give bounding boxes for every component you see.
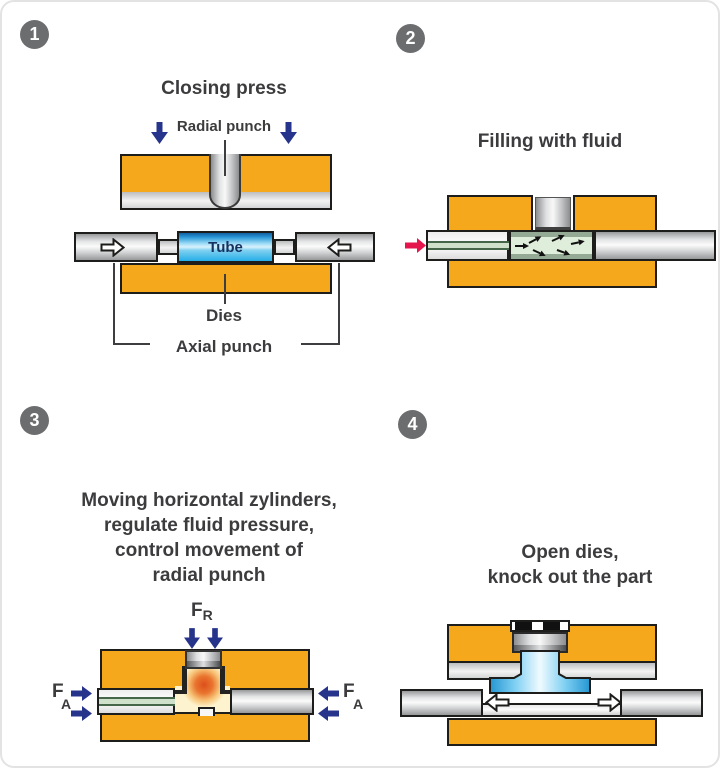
- bottom-die-block: [120, 263, 332, 294]
- tube-label: Tube: [208, 238, 243, 256]
- right-axial-punch-sealing: [594, 230, 716, 261]
- panel-4-title: Open dies, knock out the part: [410, 540, 718, 590]
- tube-workpiece: Tube: [177, 231, 274, 263]
- right-punch-tip: [274, 239, 295, 255]
- blue-down-arrow-icon: [184, 628, 200, 649]
- blue-right-arrow-icon: [71, 686, 92, 701]
- radial-force-subscript: R: [202, 607, 213, 623]
- step-1-number: 1: [29, 24, 40, 44]
- step-4-badge: 4: [398, 410, 427, 439]
- panel-3-title-line-1: Moving horizontal zylinders,: [81, 490, 337, 511]
- step-3-badge: 3: [20, 406, 49, 435]
- axial-force-symbol: F: [343, 681, 355, 702]
- radial-punch-label-row: Radial punch: [64, 118, 384, 144]
- axial-force-subscript: A: [353, 696, 364, 712]
- blue-right-arrow-icon: [71, 706, 92, 721]
- panel-1-title: Closing press: [161, 78, 287, 99]
- pressure-hot-spot: [184, 668, 224, 708]
- red-inlet-arrow-icon: [405, 238, 426, 253]
- axial-force-label-left: F: [52, 681, 64, 703]
- panel-3-title-line-4: radial punch: [152, 565, 266, 586]
- step-2-badge: 2: [396, 24, 425, 53]
- radial-force-symbol: F: [191, 600, 203, 621]
- radial-punch-leader-line: [224, 140, 226, 176]
- knockout-punch-band: [514, 645, 566, 651]
- left-punch-tip: [158, 239, 179, 255]
- recess-left-wall: [182, 666, 187, 694]
- radial-punch-label: Radial punch: [176, 118, 272, 135]
- fluid-feed-line: [428, 241, 510, 250]
- right-axial-punch-pressing: [230, 688, 314, 715]
- step-1-badge: 1: [20, 20, 49, 49]
- right-axial-punch-retracted: [620, 689, 703, 717]
- outline-right-arrow-icon: [597, 693, 622, 712]
- dies-leader-line: [224, 274, 226, 304]
- radial-force-label: FR: [191, 600, 213, 623]
- blue-left-arrow-icon: [318, 706, 339, 721]
- panel-2-title: Filling with fluid: [477, 131, 623, 152]
- blue-down-arrow-icon: [280, 122, 298, 144]
- hydroformed-t-part: [489, 650, 591, 694]
- axial-force-subscript-right: A: [353, 696, 363, 714]
- blue-down-arrow-icon: [207, 628, 223, 649]
- radial-punch-pressing: [185, 650, 222, 669]
- flow-arrows-icon: [515, 234, 585, 257]
- recess-right-wall: [220, 666, 225, 694]
- cavity-bottom-notch: [198, 707, 215, 716]
- outline-right-arrow-icon: [100, 238, 125, 257]
- axial-force-symbol: F: [52, 681, 64, 702]
- fluid-feed-line: [99, 697, 175, 706]
- punch-retainer-block: [515, 622, 532, 630]
- punch-retainer-block: [543, 622, 560, 630]
- radial-punch-retracted: [535, 197, 571, 230]
- panel-3-title-line-3: control movement of: [115, 540, 303, 561]
- axial-leader-left-vertical: [113, 263, 115, 345]
- step-3-number: 3: [29, 410, 40, 430]
- step-4-number: 4: [407, 414, 418, 434]
- panel-4-title-line-1: Open dies,: [521, 542, 619, 563]
- axial-punch-label: Axial punch: [175, 337, 273, 356]
- left-axial-punch-retracted: [400, 689, 483, 717]
- axial-force-subscript-left: A: [61, 696, 71, 714]
- radial-punch-band: [187, 661, 220, 667]
- panel-3-title: Moving horizontal zylinders, regulate fl…: [32, 488, 386, 588]
- axial-leader-right-vertical: [338, 263, 340, 345]
- axial-leader-right-horizontal: [301, 343, 340, 345]
- axial-leader-left-horizontal: [113, 343, 150, 345]
- recess-left-shoulder: [170, 690, 184, 694]
- dies-label: Dies: [206, 306, 242, 325]
- axial-force-subscript: A: [61, 696, 72, 712]
- blue-left-arrow-icon: [318, 686, 339, 701]
- panel-3-title-line-2: regulate fluid pressure,: [103, 515, 315, 536]
- step-2-number: 2: [405, 28, 416, 48]
- lower-die-open: [447, 718, 657, 746]
- blue-down-arrow-icon: [150, 122, 168, 144]
- outline-left-arrow-icon: [327, 238, 352, 257]
- outline-left-arrow-icon: [485, 693, 510, 712]
- axial-force-label-right: F: [343, 681, 355, 703]
- panel-4-title-line-2: knock out the part: [487, 567, 653, 588]
